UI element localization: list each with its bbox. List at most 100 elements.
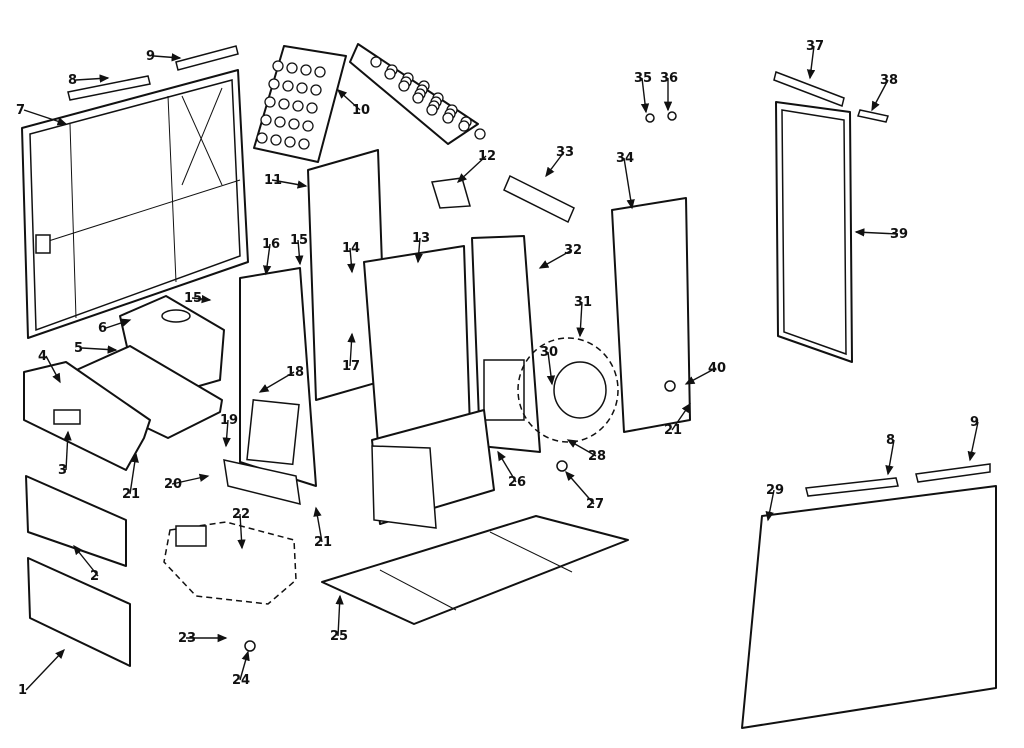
callout-label-19: 19 xyxy=(220,413,238,428)
callout-label-35: 35 xyxy=(634,71,652,86)
filter-grille-cell xyxy=(426,104,438,116)
part-callouts: 1234567891011121314151516171819202121212… xyxy=(16,39,979,698)
filter-grille-cell xyxy=(274,116,286,128)
filter-grille-cell xyxy=(286,62,298,74)
callout-leader-11 xyxy=(271,179,308,189)
callout-leader-9a xyxy=(153,53,182,62)
callout-label-6: 6 xyxy=(98,321,107,336)
callout-label-37: 37 xyxy=(806,39,824,54)
filter-grille-cell xyxy=(474,128,486,140)
burner-panel xyxy=(223,267,317,505)
filter-grille-cell xyxy=(384,68,396,80)
filter-grille-cell xyxy=(278,98,290,110)
callout-label-11: 11 xyxy=(264,173,282,188)
callout-leader-18 xyxy=(258,371,295,393)
filter-grille-cell xyxy=(270,134,282,146)
filter-grille-cell xyxy=(296,82,308,94)
filter-grille-cell xyxy=(458,120,470,132)
callout-leader-10 xyxy=(336,89,361,111)
callout-leader-28 xyxy=(566,439,597,457)
filter-grille-cell xyxy=(272,60,284,72)
right-door-frame xyxy=(773,70,889,363)
callout-label-27: 27 xyxy=(586,497,604,512)
callout-label-8b: 8 xyxy=(886,433,895,448)
callout-leader-38 xyxy=(871,79,889,112)
callout-leader-12 xyxy=(456,155,487,183)
filter-grille-cell xyxy=(260,114,272,126)
callout-leader-1 xyxy=(25,648,65,691)
filter-grille-cell xyxy=(282,80,294,92)
callout-leader-21c xyxy=(671,402,691,431)
callout-leader-39 xyxy=(854,228,899,237)
lower-front-panels xyxy=(25,475,131,667)
callout-label-23: 23 xyxy=(178,631,196,646)
callout-leader-20 xyxy=(171,473,210,485)
callout-leader-16 xyxy=(262,243,272,276)
base-pan xyxy=(321,515,629,625)
callout-label-25: 25 xyxy=(330,629,348,644)
callout-label-28: 28 xyxy=(588,449,606,464)
filter-grille-cell xyxy=(256,132,268,144)
callout-label-9a: 9 xyxy=(146,49,155,64)
callout-label-21a: 21 xyxy=(122,487,140,502)
filter-grille-cell xyxy=(306,102,318,114)
callout-label-12: 12 xyxy=(478,149,496,164)
callout-label-21b: 21 xyxy=(314,535,332,550)
callout-leader-5 xyxy=(81,345,118,354)
gas-valve-assembly xyxy=(163,521,297,605)
callout-leader-8b xyxy=(885,439,895,476)
callout-leader-24 xyxy=(239,650,250,681)
callout-label-33: 33 xyxy=(556,145,574,160)
callout-leader-15b xyxy=(295,239,304,266)
callout-label-9b: 9 xyxy=(970,415,979,430)
callout-label-39: 39 xyxy=(890,227,908,242)
filter-grille-cell xyxy=(284,136,296,148)
callout-label-7: 7 xyxy=(16,103,25,118)
callout-leader-32 xyxy=(538,249,573,269)
callout-label-31: 31 xyxy=(574,295,592,310)
callout-label-10: 10 xyxy=(352,103,370,118)
air-filters xyxy=(253,43,486,163)
filter-grille-cell xyxy=(412,92,424,104)
callout-leader-35 xyxy=(640,77,650,114)
callout-leader-27 xyxy=(565,470,595,505)
small-hardware xyxy=(244,111,677,652)
blower-wheel xyxy=(517,337,619,443)
callout-leader-8a xyxy=(75,74,110,83)
callout-label-2: 2 xyxy=(90,569,99,584)
callout-leader-29 xyxy=(765,489,775,522)
right-cover-panel xyxy=(741,463,997,729)
callout-label-21c: 21 xyxy=(664,423,682,438)
callout-leader-7 xyxy=(23,109,68,126)
callout-leader-15a xyxy=(191,294,212,304)
callout-label-15b: 15 xyxy=(290,233,308,248)
filter-grille-cell xyxy=(442,112,454,124)
callout-label-5: 5 xyxy=(74,341,83,356)
callout-leader-40 xyxy=(684,367,717,385)
callout-label-38: 38 xyxy=(880,73,898,88)
callout-label-8a: 8 xyxy=(68,73,77,88)
callout-leader-19 xyxy=(222,419,231,448)
callout-leader-13 xyxy=(414,237,423,264)
callout-label-18: 18 xyxy=(286,365,304,380)
filter-grille-cell xyxy=(292,100,304,112)
callout-leader-22 xyxy=(237,513,246,550)
callout-label-17: 17 xyxy=(342,359,360,374)
cabinet-frame xyxy=(21,69,249,339)
callout-leader-21a xyxy=(129,452,139,495)
callout-label-15a: 15 xyxy=(184,291,202,306)
callout-leader-25 xyxy=(335,594,344,637)
callout-leader-37 xyxy=(806,45,816,80)
callout-label-22: 22 xyxy=(232,507,250,522)
callout-label-13: 13 xyxy=(412,231,430,246)
callout-label-29: 29 xyxy=(766,483,784,498)
callout-leader-9b xyxy=(967,421,979,462)
callout-label-40: 40 xyxy=(708,361,726,376)
callout-label-20: 20 xyxy=(164,477,182,492)
callout-label-14: 14 xyxy=(342,241,360,256)
callout-label-30: 30 xyxy=(540,345,558,360)
interior-panels xyxy=(307,149,691,453)
callout-leader-14 xyxy=(347,247,356,274)
filter-grille-cell xyxy=(302,120,314,132)
